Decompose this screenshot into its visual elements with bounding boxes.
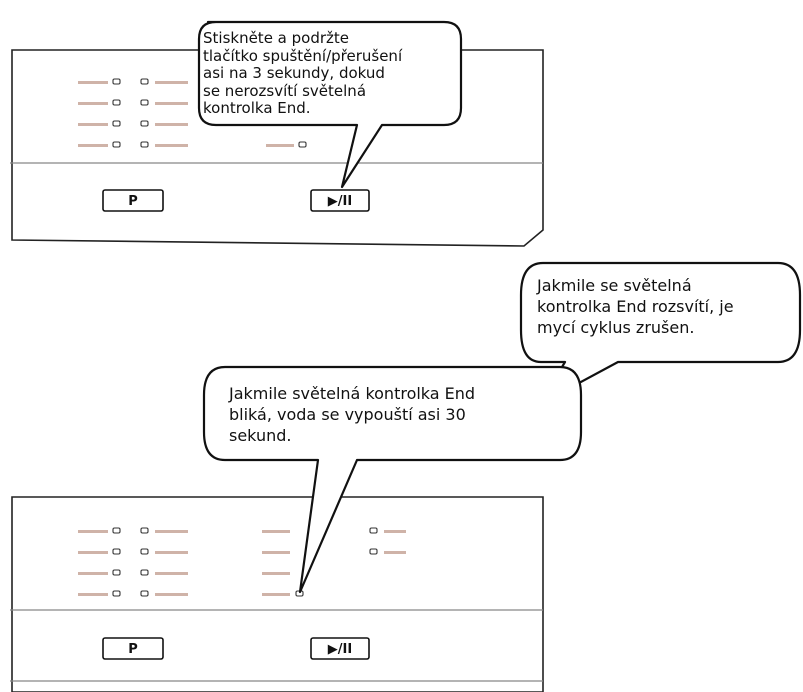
indicator-led bbox=[369, 527, 378, 534]
bottom-start-pause-button[interactable]: ▶/II bbox=[310, 637, 370, 660]
bottom-program-button[interactable]: P bbox=[102, 637, 164, 660]
indicator-bar bbox=[155, 572, 188, 575]
bottom-indicator-group-right bbox=[369, 527, 406, 555]
start-pause-button-label: ▶/II bbox=[328, 642, 352, 657]
indicator-bar bbox=[78, 593, 108, 596]
top-end-indicator bbox=[266, 141, 307, 148]
indicator-led bbox=[112, 527, 121, 534]
indicator-led bbox=[112, 590, 121, 597]
indicator-bar bbox=[155, 530, 188, 533]
program-button-label: P bbox=[128, 642, 138, 657]
callout-draining-bubble bbox=[202, 365, 583, 594]
callout-cancelled-text: Jakmile se světelná kontrolka End rozsví… bbox=[537, 276, 734, 337]
indicator-led bbox=[112, 99, 121, 106]
indicator-bar bbox=[262, 572, 290, 575]
indicator-bar bbox=[78, 530, 108, 533]
indicator-bar bbox=[155, 551, 188, 554]
callout-draining-text: Jakmile světelná kontrolka End bliká, vo… bbox=[229, 384, 476, 445]
indicator-bar bbox=[266, 144, 294, 147]
indicator-bar bbox=[262, 593, 290, 596]
indicator-led bbox=[112, 548, 121, 555]
start-pause-button-label: ▶/II bbox=[328, 194, 352, 209]
indicator-led bbox=[112, 120, 121, 127]
indicator-bar bbox=[262, 530, 290, 533]
indicator-led bbox=[112, 78, 121, 85]
indicator-led bbox=[140, 141, 149, 148]
indicator-bar bbox=[78, 144, 108, 147]
indicator-led bbox=[140, 78, 149, 85]
indicator-bar bbox=[78, 572, 108, 575]
indicator-bar bbox=[155, 102, 188, 105]
indicator-bar bbox=[78, 123, 108, 126]
indicator-bar bbox=[384, 551, 406, 554]
indicator-led bbox=[112, 569, 121, 576]
bottom-indicator-group-left bbox=[78, 527, 188, 597]
program-button-label: P bbox=[128, 194, 138, 209]
indicator-led bbox=[369, 548, 378, 555]
indicator-bar bbox=[78, 551, 108, 554]
indicator-led bbox=[140, 527, 149, 534]
callout-press-hold-bubble bbox=[197, 20, 463, 189]
end-indicator-led bbox=[298, 141, 307, 148]
indicator-led bbox=[140, 120, 149, 127]
bottom-indicator-group-middle bbox=[262, 530, 304, 597]
indicator-bar bbox=[384, 530, 406, 533]
indicator-bar bbox=[155, 81, 188, 84]
indicator-led bbox=[112, 141, 121, 148]
top-program-button[interactable]: P bbox=[102, 189, 164, 212]
indicator-bar bbox=[262, 551, 290, 554]
callout-press-hold-text: Stiskněte a podržte tlačítko spuštění/př… bbox=[203, 29, 403, 117]
top-indicator-group-left bbox=[78, 78, 188, 148]
indicator-led bbox=[140, 569, 149, 576]
indicator-led bbox=[140, 548, 149, 555]
indicator-bar bbox=[155, 123, 188, 126]
indicator-bar bbox=[155, 144, 188, 147]
indicator-bar bbox=[78, 102, 108, 105]
indicator-led bbox=[140, 99, 149, 106]
indicator-led bbox=[140, 590, 149, 597]
top-start-pause-button[interactable]: ▶/II bbox=[310, 189, 370, 212]
indicator-bar bbox=[78, 81, 108, 84]
indicator-bar bbox=[155, 593, 188, 596]
bottom-control-panel: P ▶/II bbox=[10, 496, 544, 692]
